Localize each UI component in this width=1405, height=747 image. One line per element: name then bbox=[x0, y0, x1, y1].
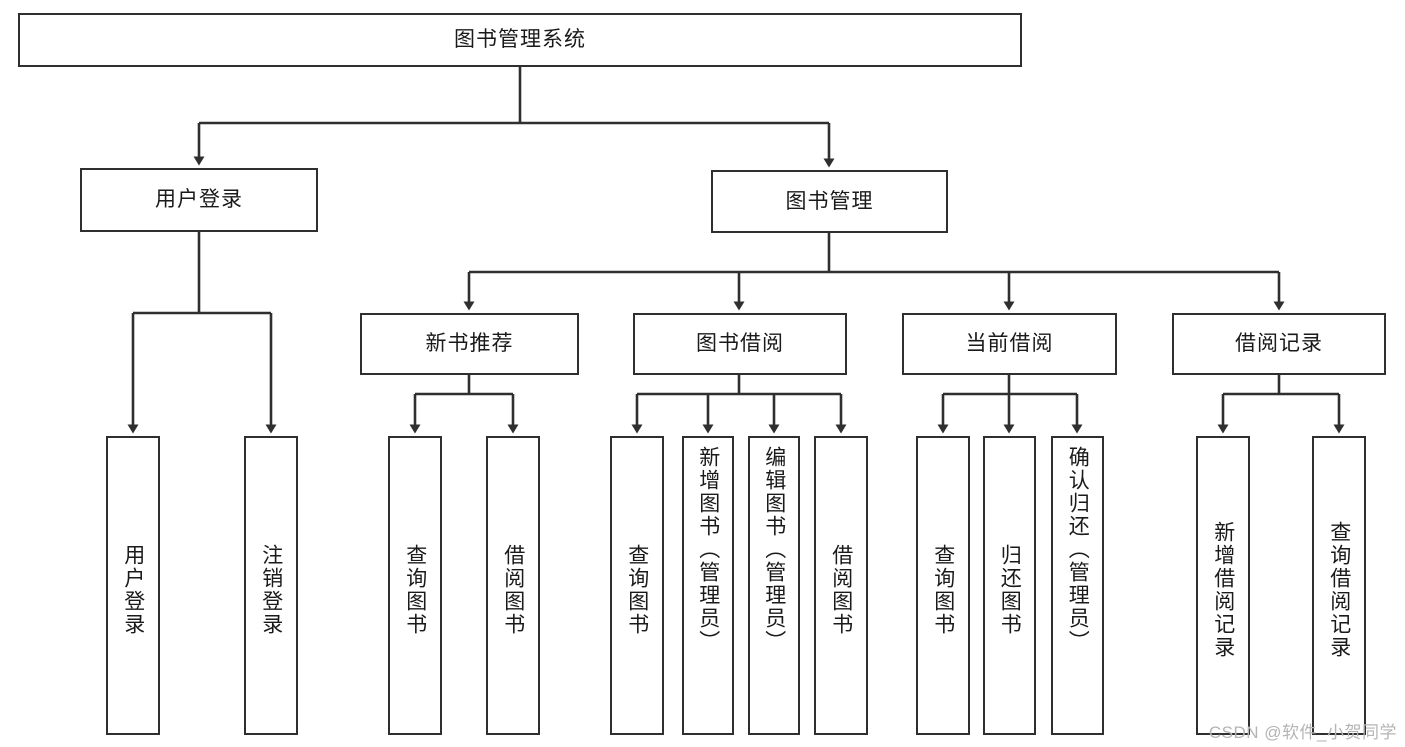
leaf-query-books-borrowing[interactable]: 查询图书 bbox=[610, 436, 664, 735]
leaf-borrow-books-borrowing[interactable]: 借阅图书 bbox=[814, 436, 868, 735]
node-label: 当前借阅 bbox=[965, 332, 1054, 356]
node-label: 注销登录 bbox=[259, 543, 283, 636]
node-label: 查询借阅记录 bbox=[1327, 520, 1351, 659]
leaf-return-books[interactable]: 归还图书 bbox=[983, 436, 1036, 735]
node-label: 借阅图书 bbox=[829, 543, 853, 636]
node-label: 新增图书（管理员） bbox=[696, 446, 720, 653]
node-label: 编辑图书（管理员） bbox=[762, 446, 786, 653]
node-label: 借阅记录 bbox=[1235, 332, 1323, 356]
node-label: 图书管理 bbox=[785, 189, 874, 213]
node-label: 查询图书 bbox=[403, 543, 427, 636]
leaf-borrow-books-recommendation[interactable]: 借阅图书 bbox=[486, 436, 540, 735]
node-label: 图书管理系统 bbox=[454, 28, 586, 52]
leaf-query-books-recommendation[interactable]: 查询图书 bbox=[388, 436, 442, 735]
node-label: 归还图书 bbox=[998, 543, 1022, 636]
leaf-query-borrow-record[interactable]: 查询借阅记录 bbox=[1312, 436, 1366, 735]
leaf-query-books-current[interactable]: 查询图书 bbox=[916, 436, 970, 735]
node-current-borrowing[interactable]: 当前借阅 bbox=[902, 313, 1117, 375]
node-label: 确认归还（管理员） bbox=[1066, 446, 1090, 653]
node-label: 借阅图书 bbox=[501, 543, 525, 636]
node-borrowing-records[interactable]: 借阅记录 bbox=[1172, 313, 1386, 375]
node-new-book-recommendation[interactable]: 新书推荐 bbox=[360, 313, 579, 375]
leaf-add-borrow-record[interactable]: 新增借阅记录 bbox=[1196, 436, 1250, 735]
node-label: 新书推荐 bbox=[425, 332, 514, 356]
node-label: 查询图书 bbox=[625, 543, 649, 636]
node-book-borrowing[interactable]: 图书借阅 bbox=[633, 313, 847, 375]
node-label: 查询图书 bbox=[931, 543, 955, 636]
node-root-book-management-system[interactable]: 图书管理系统 bbox=[18, 13, 1022, 67]
node-label: 新增借阅记录 bbox=[1211, 520, 1235, 659]
node-label: 用户登录 bbox=[155, 188, 243, 212]
leaf-edit-book-admin[interactable]: 编辑图书（管理员） bbox=[748, 436, 800, 735]
node-user-login[interactable]: 用户登录 bbox=[80, 168, 318, 232]
leaf-user-login[interactable]: 用户登录 bbox=[106, 436, 160, 735]
node-label: 用户登录 bbox=[121, 543, 145, 636]
leaf-logout[interactable]: 注销登录 bbox=[244, 436, 298, 735]
node-label: 图书借阅 bbox=[696, 332, 784, 356]
leaf-add-book-admin[interactable]: 新增图书（管理员） bbox=[682, 436, 734, 735]
leaf-confirm-return-admin[interactable]: 确认归还（管理员） bbox=[1051, 436, 1104, 735]
node-book-management[interactable]: 图书管理 bbox=[711, 170, 948, 233]
